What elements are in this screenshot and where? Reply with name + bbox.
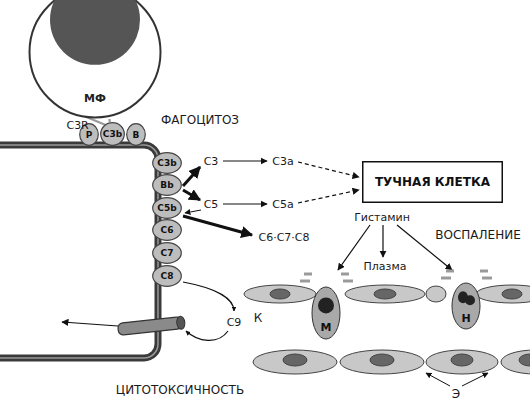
node-text: B (133, 130, 140, 140)
macrophage-cell: МФ (28, 0, 162, 119)
cascade-arrow (183, 216, 252, 235)
membrane-pore (117, 316, 185, 336)
complement-factor: C7 (152, 242, 182, 264)
node-text: Bb (160, 180, 173, 190)
annotation-label: Плазма (364, 261, 407, 272)
annotation-label: К (254, 312, 263, 324)
annotation-label: C3 (204, 156, 219, 167)
annotation-label: C5a (272, 199, 293, 210)
plasma-dashes (300, 271, 492, 281)
annotation-label: ЦИТОТОКСИЧНОСТЬ (116, 384, 244, 396)
complement-factor: C3b (100, 122, 125, 146)
annotation-label: ФАГОЦИТОЗ (161, 114, 239, 126)
cascade-arrow (223, 160, 267, 161)
node-text: C7 (161, 248, 174, 258)
complement-factor: Bb (152, 174, 182, 196)
dashed-arrow (298, 162, 359, 177)
c9-arrow (183, 282, 234, 311)
node-text: МФ (84, 92, 106, 105)
mast-cell-box: ТУЧНАЯ КЛЕТКА (362, 161, 503, 203)
node-text: C3b (157, 158, 176, 168)
annotation-label: C5 (204, 199, 219, 210)
histamine-arrow (382, 225, 383, 257)
annotation-label: Э (452, 388, 460, 400)
endothelium-bottom (253, 350, 530, 374)
complement-factor: C5b (152, 197, 182, 219)
pore-arrow (62, 322, 118, 326)
pointer-arrow (426, 373, 450, 386)
complement-factor: C3b (152, 152, 182, 174)
annotation-label: C9 (227, 317, 242, 328)
node-text: М (321, 321, 332, 334)
cascade-arrow (185, 210, 201, 213)
monocyte-cell: М (311, 286, 341, 340)
complement-factor: C8 (152, 265, 182, 287)
c9-arrow (186, 331, 228, 340)
node-text: C3b (103, 129, 122, 139)
node-text: C5b (157, 203, 176, 213)
node-text: C6 (161, 225, 174, 235)
dashed-arrow (298, 190, 359, 203)
node-text: Н (461, 312, 470, 325)
cascade-arrow (223, 203, 267, 204)
pointer-arrow (462, 373, 488, 386)
node-text: P (86, 130, 93, 140)
receptor-link (108, 119, 111, 122)
complement-factor: B (126, 123, 146, 146)
annotation-label: C6·C7·C8 (258, 232, 309, 243)
complement-factor: C6 (152, 219, 182, 241)
annotation-label: C3a (272, 156, 293, 167)
annotation-label: ВОСПАЛЕНИЕ (435, 229, 520, 241)
edge-label: C3R (66, 119, 88, 130)
annotation-label: Гистамин (354, 212, 410, 223)
node-text: ТУЧНАЯ КЛЕТКА (375, 175, 490, 189)
endothelium-top (244, 285, 530, 303)
cascade-arrow (183, 167, 200, 186)
node-text: C8 (161, 271, 174, 281)
neutrophil-cell: Н (451, 282, 481, 330)
cascade-arrow (183, 190, 200, 200)
